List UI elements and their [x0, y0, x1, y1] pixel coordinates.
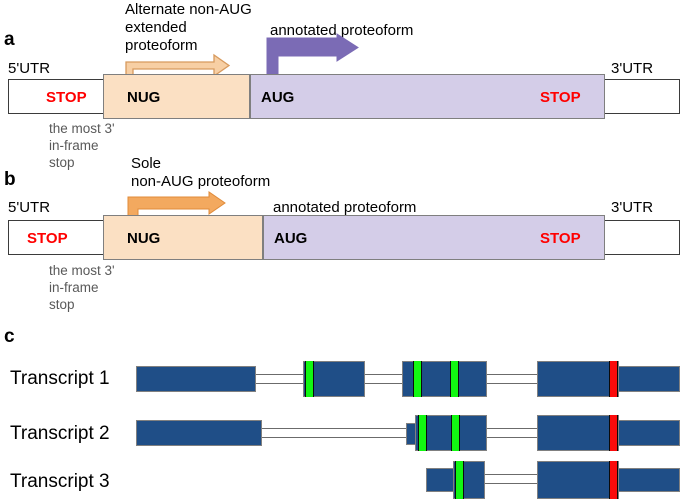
- transcript-2-start-marker-2: [451, 415, 460, 451]
- panel-b-aug-codon: AUG: [274, 230, 308, 247]
- transcript-1-start-marker-3: [450, 361, 459, 397]
- panel-letter-b: b: [4, 169, 16, 190]
- panel-a-right-stop-codon: STOP: [540, 89, 581, 106]
- transcript-1-label: Transcript 1: [10, 368, 110, 389]
- panel-a-aug-region: [250, 74, 605, 119]
- panel-a-three-utr-label: 3'UTR: [611, 60, 654, 77]
- transcript-1-exon-1: [136, 366, 256, 392]
- panel-a-note-line3: stop: [49, 155, 75, 170]
- panel-b-nug-region: [103, 215, 263, 260]
- transcript-1-intron-3: [487, 374, 539, 384]
- transcript-3-label: Transcript 3: [10, 471, 110, 492]
- transcript-1-stop-marker: [609, 361, 618, 397]
- transcript-1-start-marker-1: [305, 361, 314, 397]
- panel-b-nug-codon: NUG: [127, 230, 161, 247]
- panel-b-orange-caption-line1: Sole: [131, 155, 162, 172]
- transcript-1-intron-2: [365, 374, 403, 384]
- panel-b-three-utr-label: 3'UTR: [611, 199, 654, 216]
- transcript-2-stop-marker: [609, 415, 618, 451]
- transcript-1-exon-4: [537, 361, 619, 397]
- transcript-2-intron-2: [487, 428, 539, 438]
- panel-letter-a: a: [4, 29, 15, 50]
- panel-a-aug-codon: AUG: [261, 89, 295, 106]
- panel-b-note-line1: the most 3': [49, 263, 115, 278]
- panel-a-nug-codon: NUG: [127, 89, 161, 106]
- panel-a-orange-caption-line2: extended: [125, 19, 187, 36]
- transcript-3-start-marker: [455, 461, 464, 499]
- transcript-2-intron-1: [261, 428, 407, 438]
- transcript-3-intron-1: [482, 474, 538, 484]
- transcript-1-start-marker-2: [413, 361, 422, 397]
- panel-b-aug-region: [263, 215, 605, 260]
- panel-a-purple-caption: annotated proteoform: [270, 22, 414, 39]
- panel-b-orange-caption-line2: non-AUG proteoform: [131, 173, 271, 190]
- panel-b-five-utr-label: 5'UTR: [8, 199, 51, 216]
- transcript-2-exon-4: [618, 420, 680, 446]
- transcript-3-stop-marker: [609, 461, 618, 499]
- transcript-3-exon-3: [537, 461, 619, 499]
- transcript-1-intron-1: [253, 374, 308, 384]
- panel-a-annotated-proteoform-arrow: [266, 33, 359, 82]
- transcript-2-label: Transcript 2: [10, 423, 110, 444]
- panel-b-note-line3: stop: [49, 297, 75, 312]
- panel-letter-c: c: [4, 326, 15, 347]
- panel-b-annotated-caption: annotated proteoform: [273, 199, 417, 216]
- panel-a-nug-region: [103, 74, 250, 119]
- transcript-3-exon-4: [618, 468, 680, 492]
- transcript-2-exon-1: [136, 420, 262, 446]
- panel-a-note-line2: in-frame: [49, 138, 99, 153]
- panel-a-left-stop-codon: STOP: [46, 89, 87, 106]
- panel-a-orange-caption-line3: proteoform: [125, 37, 198, 54]
- panel-a-five-utr-label: 5'UTR: [8, 60, 51, 77]
- panel-a-orange-caption-line1: Alternate non-AUG: [125, 1, 252, 18]
- panel-a-note-line1: the most 3': [49, 121, 115, 136]
- transcript-1-exon-5: [618, 366, 680, 392]
- transcript-2-exon-3: [537, 415, 619, 451]
- panel-b-right-stop-codon: STOP: [540, 230, 581, 247]
- panel-b-left-stop-codon: STOP: [27, 230, 68, 247]
- panel-b-note-line2: in-frame: [49, 280, 99, 295]
- transcript-2-start-marker-1: [418, 415, 427, 451]
